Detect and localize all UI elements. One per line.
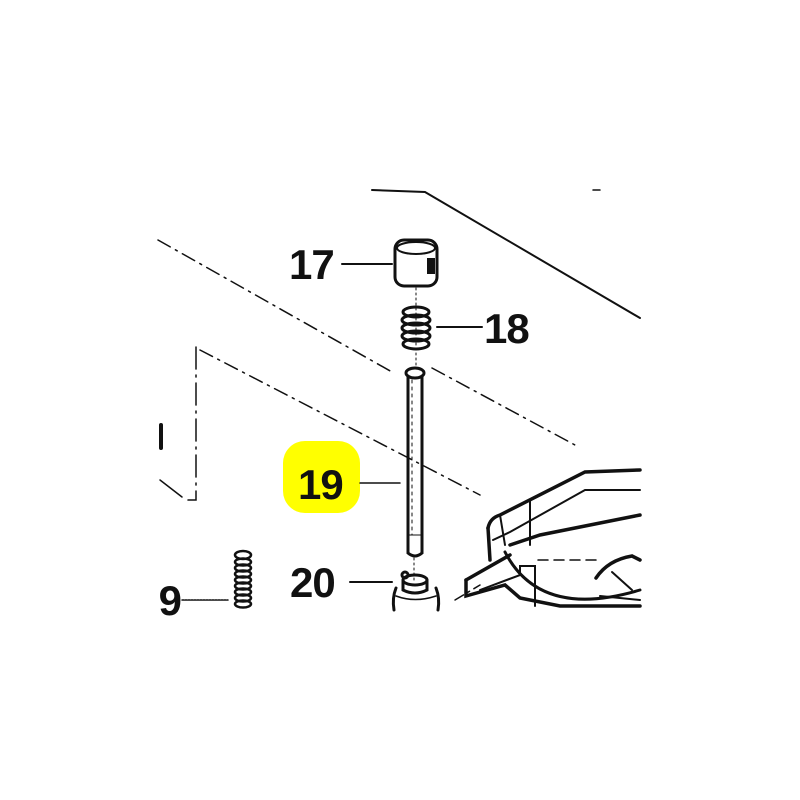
- centerline-upper: [157, 239, 393, 373]
- callout-partial-left: 9: [158, 580, 181, 622]
- bushing-20-icon: [391, 570, 441, 612]
- housing-outline: [371, 189, 641, 319]
- centerline-middle: [199, 349, 481, 496]
- frame-left: [187, 346, 197, 501]
- spring-left-icon: [233, 549, 253, 609]
- callout-17: 17: [289, 241, 335, 288]
- callout-19: 19: [298, 461, 344, 508]
- callout-19-highlight: [283, 441, 360, 513]
- housing-base-icon: [464, 468, 642, 608]
- callout-20: 20: [290, 559, 336, 606]
- callout-18: 18: [484, 305, 530, 352]
- rod-19-icon: [404, 366, 426, 558]
- spring-18-icon: [400, 305, 432, 351]
- cap-17-icon: [393, 238, 439, 288]
